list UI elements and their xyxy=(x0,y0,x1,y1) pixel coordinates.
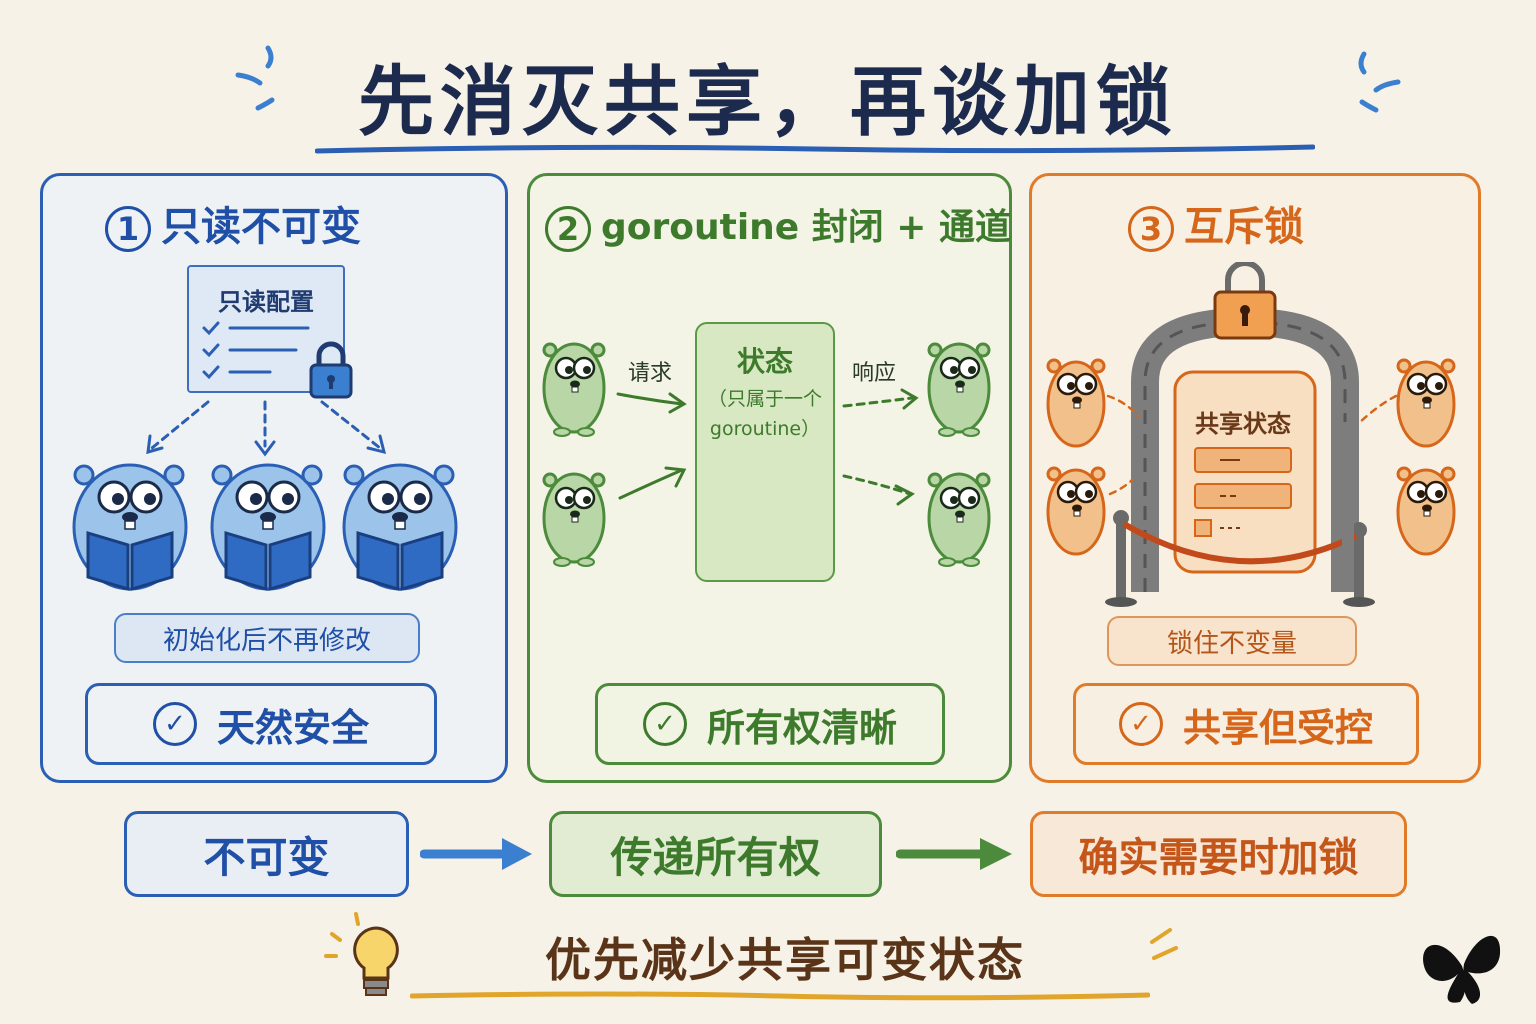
flow-arrow-2 xyxy=(896,838,1012,870)
result-goroutine: ✓ 所有权清晰 xyxy=(595,683,945,765)
bottom-sparkle xyxy=(1150,928,1178,960)
padlock-icon xyxy=(309,341,353,399)
state-subtitle-line2: goroutine） xyxy=(709,418,821,440)
state-title: 状态 xyxy=(736,345,793,378)
flow-arrow-1 xyxy=(420,838,532,870)
distribution-arrows xyxy=(146,400,387,457)
mutex-gate-illustration xyxy=(1046,262,1456,607)
panel-title-text: goroutine 封闭 + 通道 xyxy=(601,207,1011,248)
state-subtitle-line1: （只属于一个 xyxy=(707,388,822,410)
title-sparkles-left xyxy=(235,45,275,111)
flow-step-lock-when-needed: 确实需要时加锁 xyxy=(1030,811,1407,897)
bottom-underline xyxy=(410,991,1150,1001)
result-text: 共享但受控 xyxy=(1182,705,1373,750)
title-sparkles-right xyxy=(1358,51,1401,113)
reading-gophers xyxy=(72,463,458,591)
result-text: 天然安全 xyxy=(216,705,369,750)
page-title: 先消灭共享，再谈加锁 xyxy=(358,57,1178,146)
light-bulb-icon xyxy=(324,912,399,996)
bottom-summary: 优先减少共享可变状态 xyxy=(545,933,1025,987)
title-underline xyxy=(315,144,1315,154)
flow-step-immutable: 不可变 xyxy=(124,811,409,897)
response-label: 响应 xyxy=(852,361,897,386)
check-circle-icon: ✓ xyxy=(1118,702,1163,746)
check-circle-icon: ✓ xyxy=(152,702,197,746)
check-circle-icon: ✓ xyxy=(642,702,687,746)
goroutine-state-box xyxy=(695,322,835,582)
flow-step-transfer-ownership: 传递所有权 xyxy=(549,811,882,897)
readonly-note: 初始化后不再修改 xyxy=(114,613,420,663)
result-text: 所有权清晰 xyxy=(706,705,897,750)
step-number: 1 xyxy=(105,206,151,252)
state-subtitle: （只属于一个 goroutine） xyxy=(695,384,835,444)
panel-title-text: 互斥锁 xyxy=(1184,204,1304,250)
checklist-icon xyxy=(202,321,310,380)
step-number: 3 xyxy=(1128,206,1174,252)
step-number: 2 xyxy=(545,206,591,252)
panel-title-text: 只读不可变 xyxy=(161,204,361,250)
butterfly-logo xyxy=(1423,935,1501,1004)
readonly-config-label: 只读配置 xyxy=(218,288,314,316)
mutex-note: 锁住不变量 xyxy=(1107,616,1357,666)
result-mutex: ✓ 共享但受控 xyxy=(1073,683,1419,765)
channel-arrows xyxy=(616,388,919,506)
result-readonly: ✓ 天然安全 xyxy=(85,683,437,765)
shared-state-label: 共享状态 xyxy=(1195,410,1291,438)
request-label: 请求 xyxy=(628,361,673,386)
